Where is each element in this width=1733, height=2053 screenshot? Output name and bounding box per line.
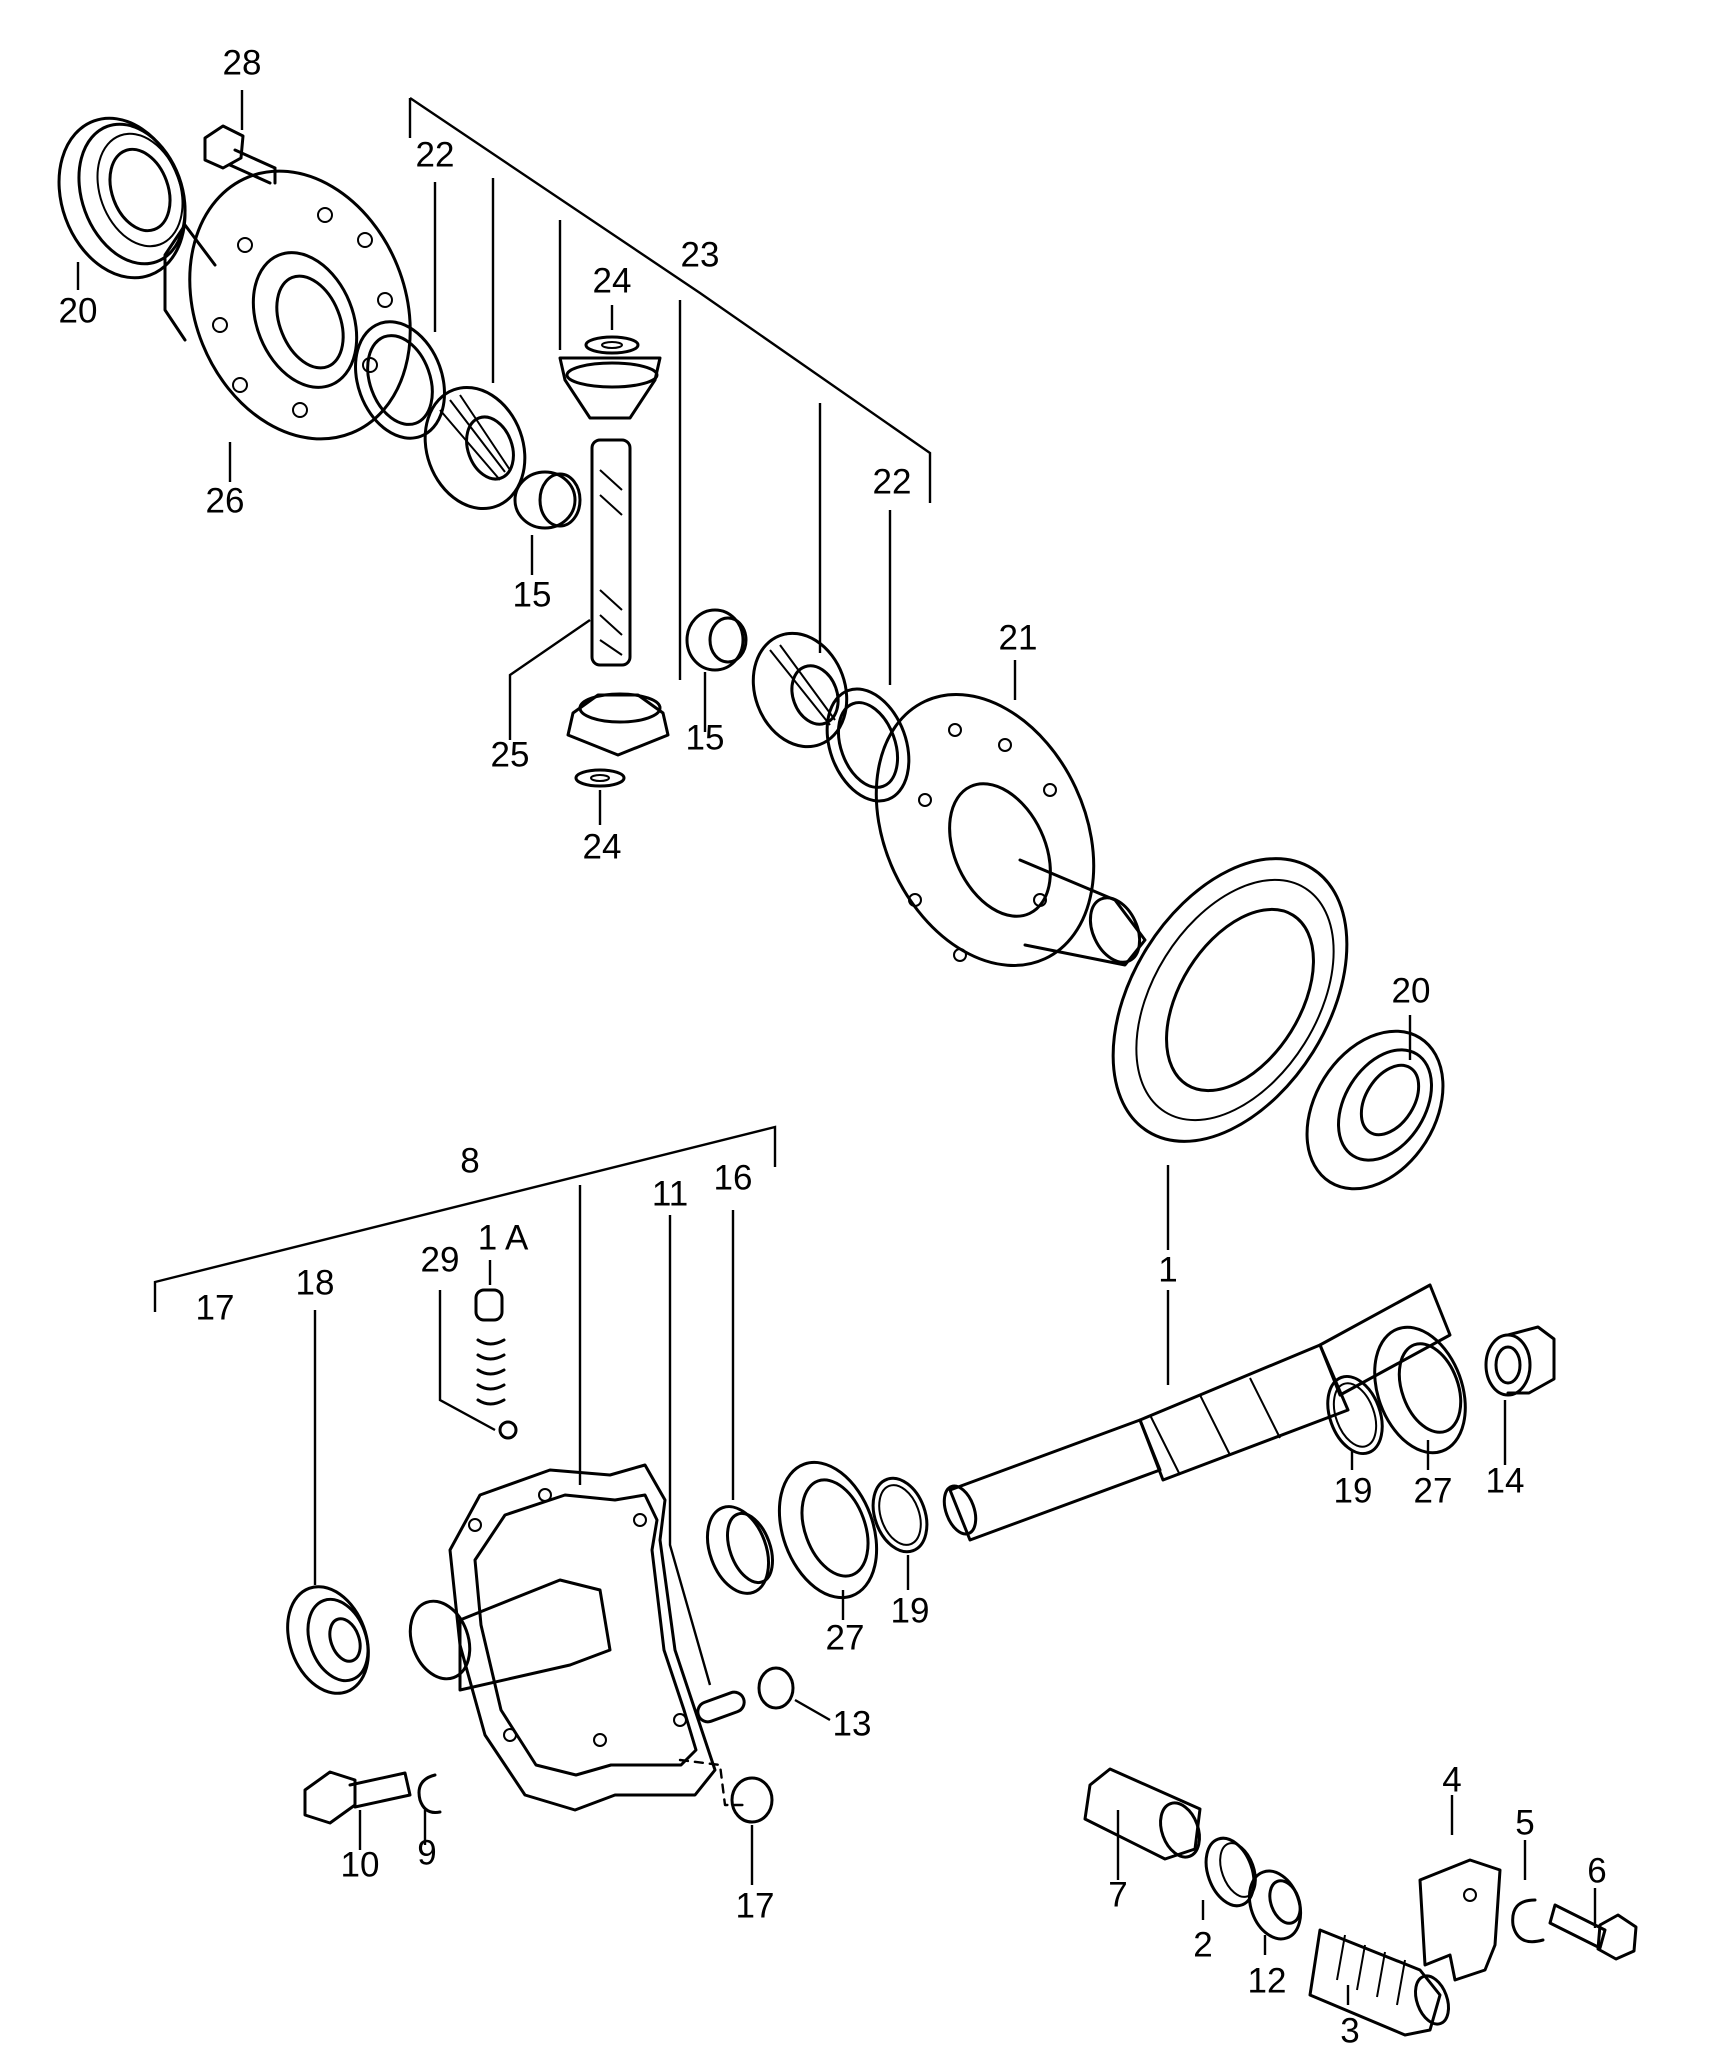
callout-26: 26 <box>206 481 245 520</box>
callout-2: 2 <box>1193 1925 1212 1964</box>
callout-19-right: 19 <box>1334 1471 1373 1510</box>
callout-13: 13 <box>833 1704 872 1743</box>
speedometer-gear-7 <box>1083 1767 1202 1861</box>
leader-lines <box>76 90 1597 2005</box>
bolt-10 <box>303 1770 412 1825</box>
bolt-28 <box>203 124 277 185</box>
callout-5: 5 <box>1515 1803 1534 1842</box>
callout-8: 8 <box>460 1141 479 1180</box>
callout-17-bottom: 17 <box>736 1886 775 1925</box>
snap-ring-19-right <box>1326 1374 1384 1456</box>
callout-16: 16 <box>714 1158 753 1197</box>
ring-gear <box>1111 857 1349 1143</box>
differential-housing-26 <box>163 169 412 441</box>
washer-24-top <box>584 335 640 355</box>
pinion-shaft-1 <box>942 1283 1452 1542</box>
callout-labels: 28 22 23 24 20 26 15 22 25 15 24 21 20 8… <box>59 43 1607 2050</box>
differential-flange-21 <box>874 693 1147 967</box>
threaded-piece-15-top <box>513 470 582 530</box>
callout-20-right: 20 <box>1392 971 1431 1010</box>
shaft-25 <box>590 438 632 667</box>
callout-15-bottom: 15 <box>686 718 725 757</box>
callout-27-right: 27 <box>1414 1471 1453 1510</box>
bearing-27-left <box>777 1460 879 1600</box>
needle-bearing-16 <box>706 1505 774 1595</box>
bearing-20-right <box>1305 1029 1445 1191</box>
pin-1a-and-spring-29 <box>474 1288 518 1440</box>
callout-20-top: 20 <box>59 291 98 330</box>
drive-3 <box>1308 1928 1450 2037</box>
callout-18: 18 <box>296 1263 335 1302</box>
washer-5 <box>1511 1898 1545 1944</box>
nut-14 <box>1484 1325 1556 1397</box>
snap-ring-19-left <box>871 1476 929 1554</box>
bracket-4 <box>1418 1858 1502 1982</box>
side-gear-top <box>423 385 527 511</box>
callout-1: 1 <box>1158 1250 1177 1289</box>
threaded-piece-15-bottom <box>685 608 748 672</box>
callout-15-top: 15 <box>513 575 552 614</box>
ring-2 <box>1204 1836 1257 1908</box>
callout-7: 7 <box>1108 1875 1127 1914</box>
seal-18 <box>286 1585 370 1695</box>
callout-25: 25 <box>491 735 530 774</box>
callout-4: 4 <box>1442 1760 1461 1799</box>
callout-24-top: 24 <box>593 261 632 300</box>
o-ring-13 <box>757 1666 795 1710</box>
callout-28: 28 <box>223 43 262 82</box>
callout-22-top: 22 <box>416 135 455 174</box>
callout-12: 12 <box>1248 1961 1287 2000</box>
callout-14: 14 <box>1486 1461 1525 1500</box>
bushing-12 <box>1247 1869 1303 1941</box>
planet-gear-bottom <box>566 692 670 757</box>
callout-1a: 1 A <box>478 1218 529 1257</box>
callout-29: 29 <box>421 1240 460 1279</box>
callout-21: 21 <box>999 618 1038 657</box>
callout-10: 10 <box>341 1845 380 1884</box>
washer-24-bottom <box>574 768 626 788</box>
callout-9: 9 <box>417 1833 436 1872</box>
callout-22-right: 22 <box>873 462 912 501</box>
housing-cover-8 <box>408 1463 717 1812</box>
pin-11 <box>696 1690 746 1724</box>
callout-3: 3 <box>1340 2011 1359 2050</box>
callout-23: 23 <box>681 235 720 274</box>
bolt-6 <box>1548 1903 1638 1961</box>
thrust-washer-22-bottom <box>825 687 911 803</box>
callout-19-left: 19 <box>891 1591 930 1630</box>
callout-27-left: 27 <box>826 1618 865 1657</box>
lock-washer-9 <box>417 1773 442 1814</box>
callout-6: 6 <box>1587 1851 1606 1890</box>
callout-17-top: 17 <box>196 1288 235 1327</box>
bearing-20-top <box>57 116 187 280</box>
planet-gear-top <box>558 356 662 420</box>
bearing-27-right <box>1373 1325 1467 1455</box>
plug-17 <box>678 1758 774 1824</box>
callout-11: 11 <box>652 1174 688 1213</box>
callout-24-bottom: 24 <box>583 827 622 866</box>
thrust-washer-22-top <box>354 320 446 440</box>
side-gear-bottom <box>751 631 849 749</box>
